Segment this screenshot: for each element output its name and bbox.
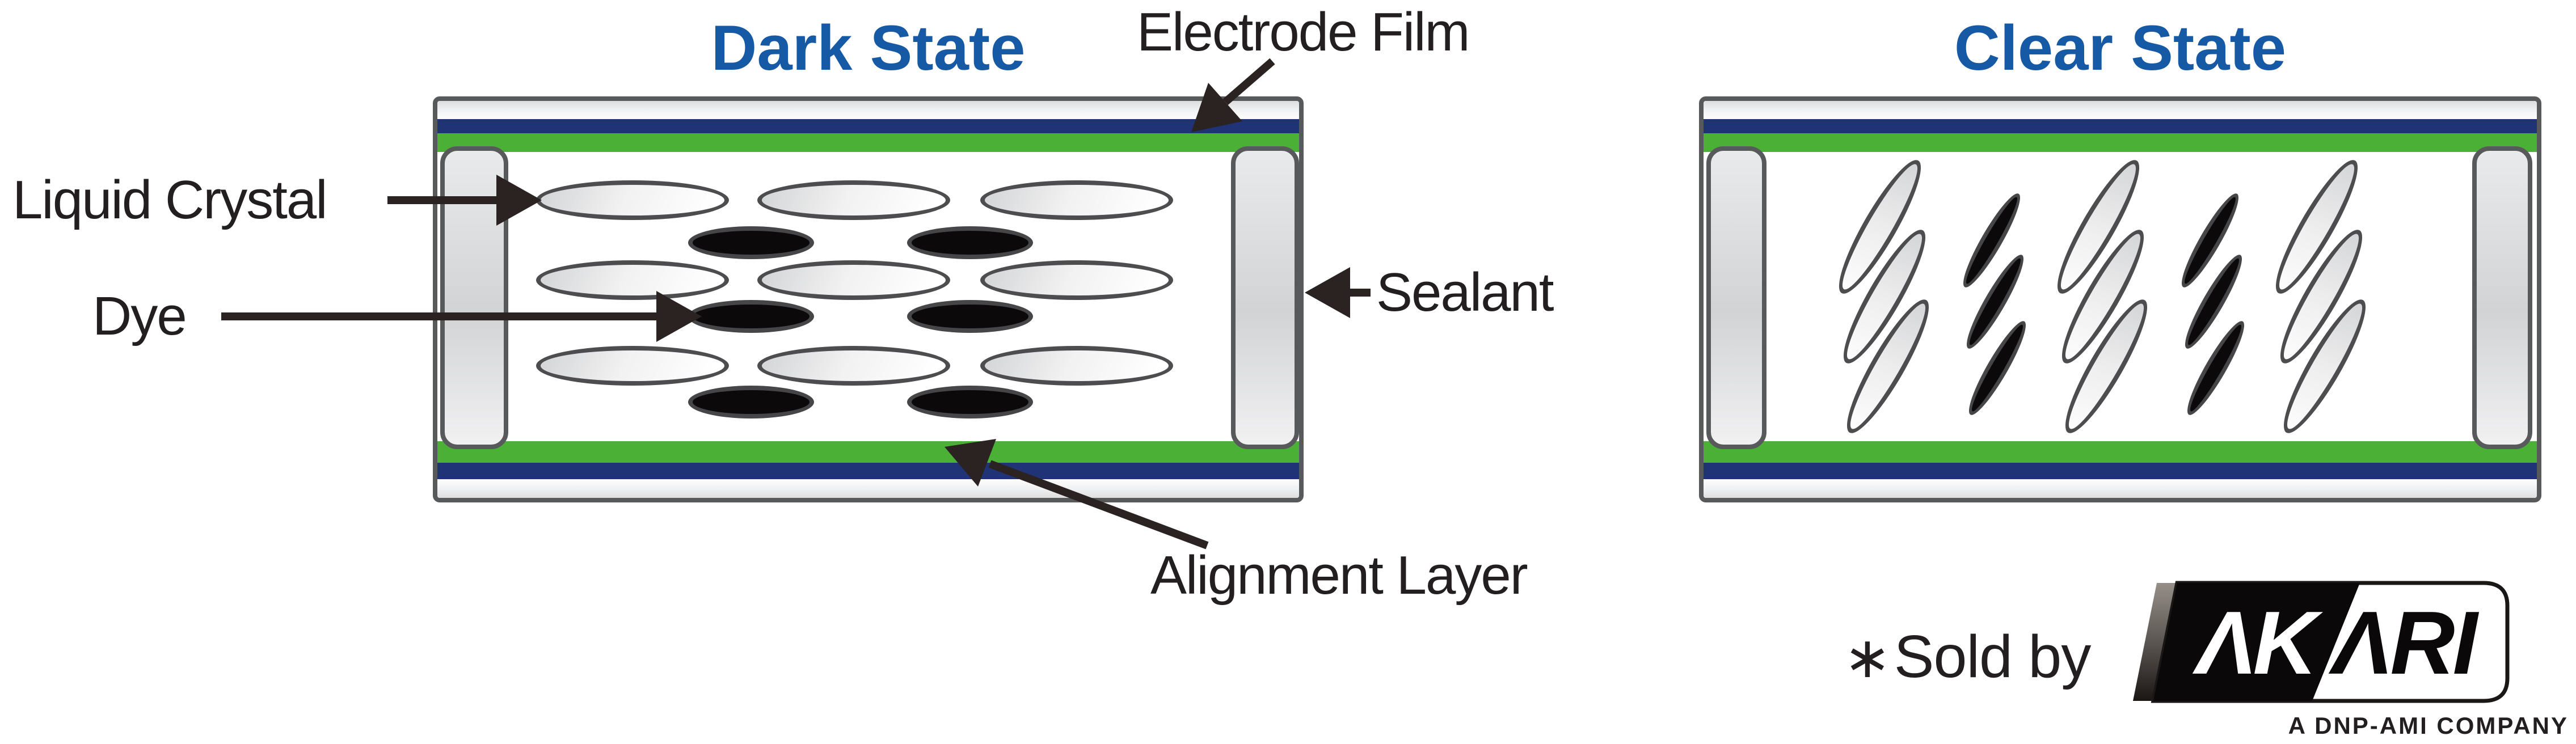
- lc-molecule: [536, 180, 729, 220]
- lc-molecule: [980, 346, 1173, 386]
- sealant-pillar-left: [1706, 146, 1766, 449]
- alignment-layer-top: [1704, 133, 2537, 152]
- lc-molecule: [980, 260, 1173, 300]
- dye-molecule: [688, 300, 814, 333]
- electrode-film-layer: [1704, 119, 2537, 133]
- alignment-layer-top: [437, 133, 1299, 152]
- lc-molecule: [757, 260, 950, 300]
- logo-edge-strip: [2133, 583, 2177, 701]
- sold-by-note: ∗Sold by: [1844, 623, 2092, 691]
- alignment-layer-bottom: [1704, 441, 2537, 463]
- substrate-bottom-layer: [437, 479, 1299, 498]
- clear-state-panel: [1699, 96, 2541, 502]
- logo-letters-ak: ΛK: [2192, 593, 2323, 693]
- substrate-top-layer: [437, 101, 1299, 119]
- dye-molecule: [907, 386, 1033, 418]
- electrode-film-layer-bottom: [1704, 463, 2537, 479]
- lc-molecule: [757, 180, 950, 220]
- asterisk-icon: ∗: [1844, 626, 1891, 690]
- clear-state-title: Clear State: [1954, 12, 2287, 83]
- akari-logo: ΛK ΛRI: [2133, 581, 2510, 703]
- alignment-layer-arrowhead: [945, 439, 996, 487]
- sealant-pillar-right: [1231, 146, 1299, 449]
- dark-state-title: Dark State: [711, 12, 1026, 83]
- dye-molecule: [907, 300, 1033, 333]
- dye-arrowhead: [656, 291, 702, 342]
- lc-molecule: [536, 260, 729, 300]
- alignment-layer-arrow: [988, 460, 1209, 549]
- dye-molecule: [907, 226, 1033, 259]
- alignment-layer-bottom: [437, 441, 1299, 463]
- sealant-pillar-right: [2472, 146, 2532, 449]
- electrode-film-label: Electrode Film: [1137, 2, 1470, 62]
- liquid-crystal-label: Liquid Crystal: [12, 170, 328, 230]
- electrode-film-layer: [437, 119, 1299, 133]
- electrode-film-layer-bottom: [437, 463, 1299, 479]
- sold-by-text: Sold by: [1894, 623, 2092, 690]
- dye-label: Dye: [92, 286, 187, 346]
- substrate-top-layer: [1704, 101, 2537, 119]
- sealant-arrowhead: [1305, 267, 1350, 318]
- lc-molecule: [536, 346, 729, 386]
- substrate-bottom-layer: [1704, 479, 2537, 498]
- lc-molecule: [980, 180, 1173, 220]
- logo-black-zone: [2153, 583, 2360, 701]
- liquid-crystal-arrowhead: [496, 175, 542, 226]
- electrode-film-arrowhead: [1191, 83, 1242, 132]
- sealant-label: Sealant: [1376, 262, 1554, 323]
- logo-letters-ari: ΛRI: [2328, 593, 2479, 693]
- logo-tagline: A DNP-AMI COMPANY: [2288, 712, 2569, 739]
- dye-molecule: [688, 386, 814, 418]
- electrode-film-arrow: [1222, 58, 1275, 105]
- dye-molecule: [688, 226, 814, 259]
- lc-molecule: [757, 346, 950, 386]
- alignment-layer-label: Alignment Layer: [1150, 545, 1528, 606]
